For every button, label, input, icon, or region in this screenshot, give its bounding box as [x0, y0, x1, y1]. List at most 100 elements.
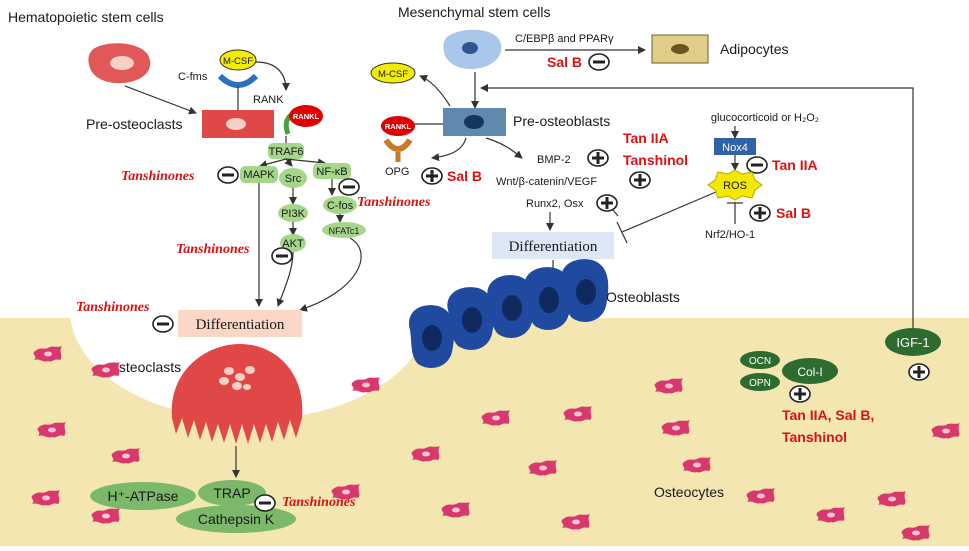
mapk-node [240, 166, 278, 183]
src-label: Src [285, 173, 302, 185]
nfkb-label: NF-κB [316, 166, 347, 178]
cfos-node [323, 196, 357, 214]
arrow-preosteoblast-to-bmp2 [485, 137, 523, 159]
osteoclast-cell [171, 344, 303, 444]
pre-osteoblasts-label: Pre-osteoblasts [513, 113, 610, 129]
osteoblast-cells [409, 259, 609, 368]
osteoblast-differentiation-box [492, 232, 614, 259]
promote-icon [629, 171, 651, 189]
inhibit-icon [588, 53, 610, 71]
rankl-ligand [289, 105, 323, 127]
nox4-node [714, 138, 756, 155]
combo-drugs-label: Tan IIA, Sal B, [782, 407, 874, 423]
igf1-node [885, 328, 941, 356]
trap-node [198, 480, 266, 506]
pre-osteoblast-nucleus [464, 115, 484, 129]
rankl-osteoblast [381, 116, 415, 136]
pre-osteoclasts-label: Pre-osteoclasts [86, 116, 182, 132]
arrow-nfatc1-to-differentiation [299, 237, 362, 312]
inhibit-icon [271, 247, 293, 265]
arrow-mcsf-to-rank [255, 61, 290, 91]
col1-node [782, 358, 838, 384]
mcsf-receptor-ligand [219, 49, 257, 71]
ros-burst [707, 169, 763, 201]
inhibit-line-ros [621, 191, 717, 233]
nox4-label: Nox4 [722, 142, 748, 154]
col1-label: Col-I [797, 365, 822, 379]
osteocytes-label: Osteocytes [654, 484, 724, 500]
igf1-label: IGF-1 [896, 335, 929, 350]
traf6-node [268, 143, 304, 159]
traf6-label: TRAF6 [269, 146, 304, 158]
inhibit-icon [217, 166, 239, 184]
akt-node [280, 234, 306, 252]
sal-b-label-nrf2: Sal B [776, 205, 811, 221]
sal-b-label-adipo: Sal B [547, 54, 582, 70]
nrf2-label: Nrf2/HO-1 [705, 229, 755, 241]
hsc-cell [88, 43, 151, 84]
opn-label: OPN [749, 378, 771, 389]
nfatc1-label: NFATc1 [329, 226, 360, 236]
tanshinones-label-akt: Tanshinones [176, 242, 250, 257]
adipocytes-label: Adipocytes [720, 41, 788, 57]
cfos-label: C-fos [327, 200, 354, 212]
adipocyte-nucleus [671, 44, 689, 54]
hsc-title: Hematopoietic stem cells [8, 9, 164, 25]
tanshinones-label-differentiation: Tanshinones [76, 300, 150, 315]
nfatc1-node [322, 222, 366, 238]
cfms-label: C-fms [178, 71, 208, 83]
msc-cell [443, 29, 502, 70]
trap-label: TRAP [213, 485, 250, 501]
pre-osteoclast-nucleus [226, 118, 246, 130]
inhibit-icon [254, 494, 276, 512]
glucocorticoid-label: glucocorticoid or H₂O₂ [711, 112, 819, 124]
h-atpase-node [90, 482, 196, 510]
opg-label: OPG [385, 166, 409, 178]
mcsf-secreted-label: M-CSF [378, 69, 408, 80]
bmp2-label: BMP-2 [537, 154, 571, 166]
inhibit-icon [152, 315, 174, 333]
akt-label: AKT [282, 238, 304, 250]
tanshinones-label-trap: Tanshinones [282, 495, 356, 510]
promote-icon [749, 204, 771, 222]
promote-icon [587, 149, 609, 167]
ocn-label: OCN [749, 356, 771, 367]
arrow-preosteoblast-to-mcsf [419, 74, 451, 107]
tanshinol-label-bottom: Tanshinol [782, 429, 847, 445]
cfms-receptor [217, 73, 259, 88]
pi3k-node [278, 204, 308, 222]
mapk-label: MAPK [243, 169, 275, 181]
tanshinones-label-cfos: Tanshinones [357, 195, 431, 210]
promote-icon [421, 167, 443, 185]
osteoblast-differentiation-label: Differentiation [509, 239, 598, 255]
rank-label: RANK [253, 94, 284, 106]
ocn-node [740, 351, 780, 369]
osteoclast-differentiation-box [178, 310, 302, 337]
pi3k-label: PI3K [281, 208, 306, 220]
inhibit-icon [338, 178, 360, 196]
ros-label: ROS [723, 180, 747, 192]
runx2-label: Runx2, Osx [526, 198, 584, 210]
promote-icon [908, 363, 930, 381]
src-node [279, 168, 307, 188]
tan-iia-label-nox4: Tan IIA [772, 157, 818, 173]
wnt-label: Wnt/β-catenin/VEGF [496, 176, 597, 188]
cathepsin-k-label: Cathepsin K [198, 511, 275, 527]
mcsf-secreted [370, 62, 416, 84]
osteoclast-differentiation-label: Differentiation [196, 317, 285, 333]
arrow-preosteoblast-to-opg [431, 137, 467, 162]
osteoblasts-label: Osteoblasts [606, 289, 680, 305]
nfkb-node [313, 163, 351, 179]
tanshinol-label-bmp: Tanshinol [623, 152, 688, 168]
arrow-hsc-to-preosteoclast [124, 85, 197, 115]
promote-icon [596, 194, 618, 212]
promote-icon [789, 385, 811, 403]
inhibit-icon [746, 156, 768, 174]
msc-title: Mesenchymal stem cells [398, 4, 551, 20]
sal-b-label-opg: Sal B [447, 168, 482, 184]
opg-receptor [383, 138, 413, 152]
rankl-label: RANKL [293, 112, 320, 121]
opn-node [740, 373, 780, 391]
